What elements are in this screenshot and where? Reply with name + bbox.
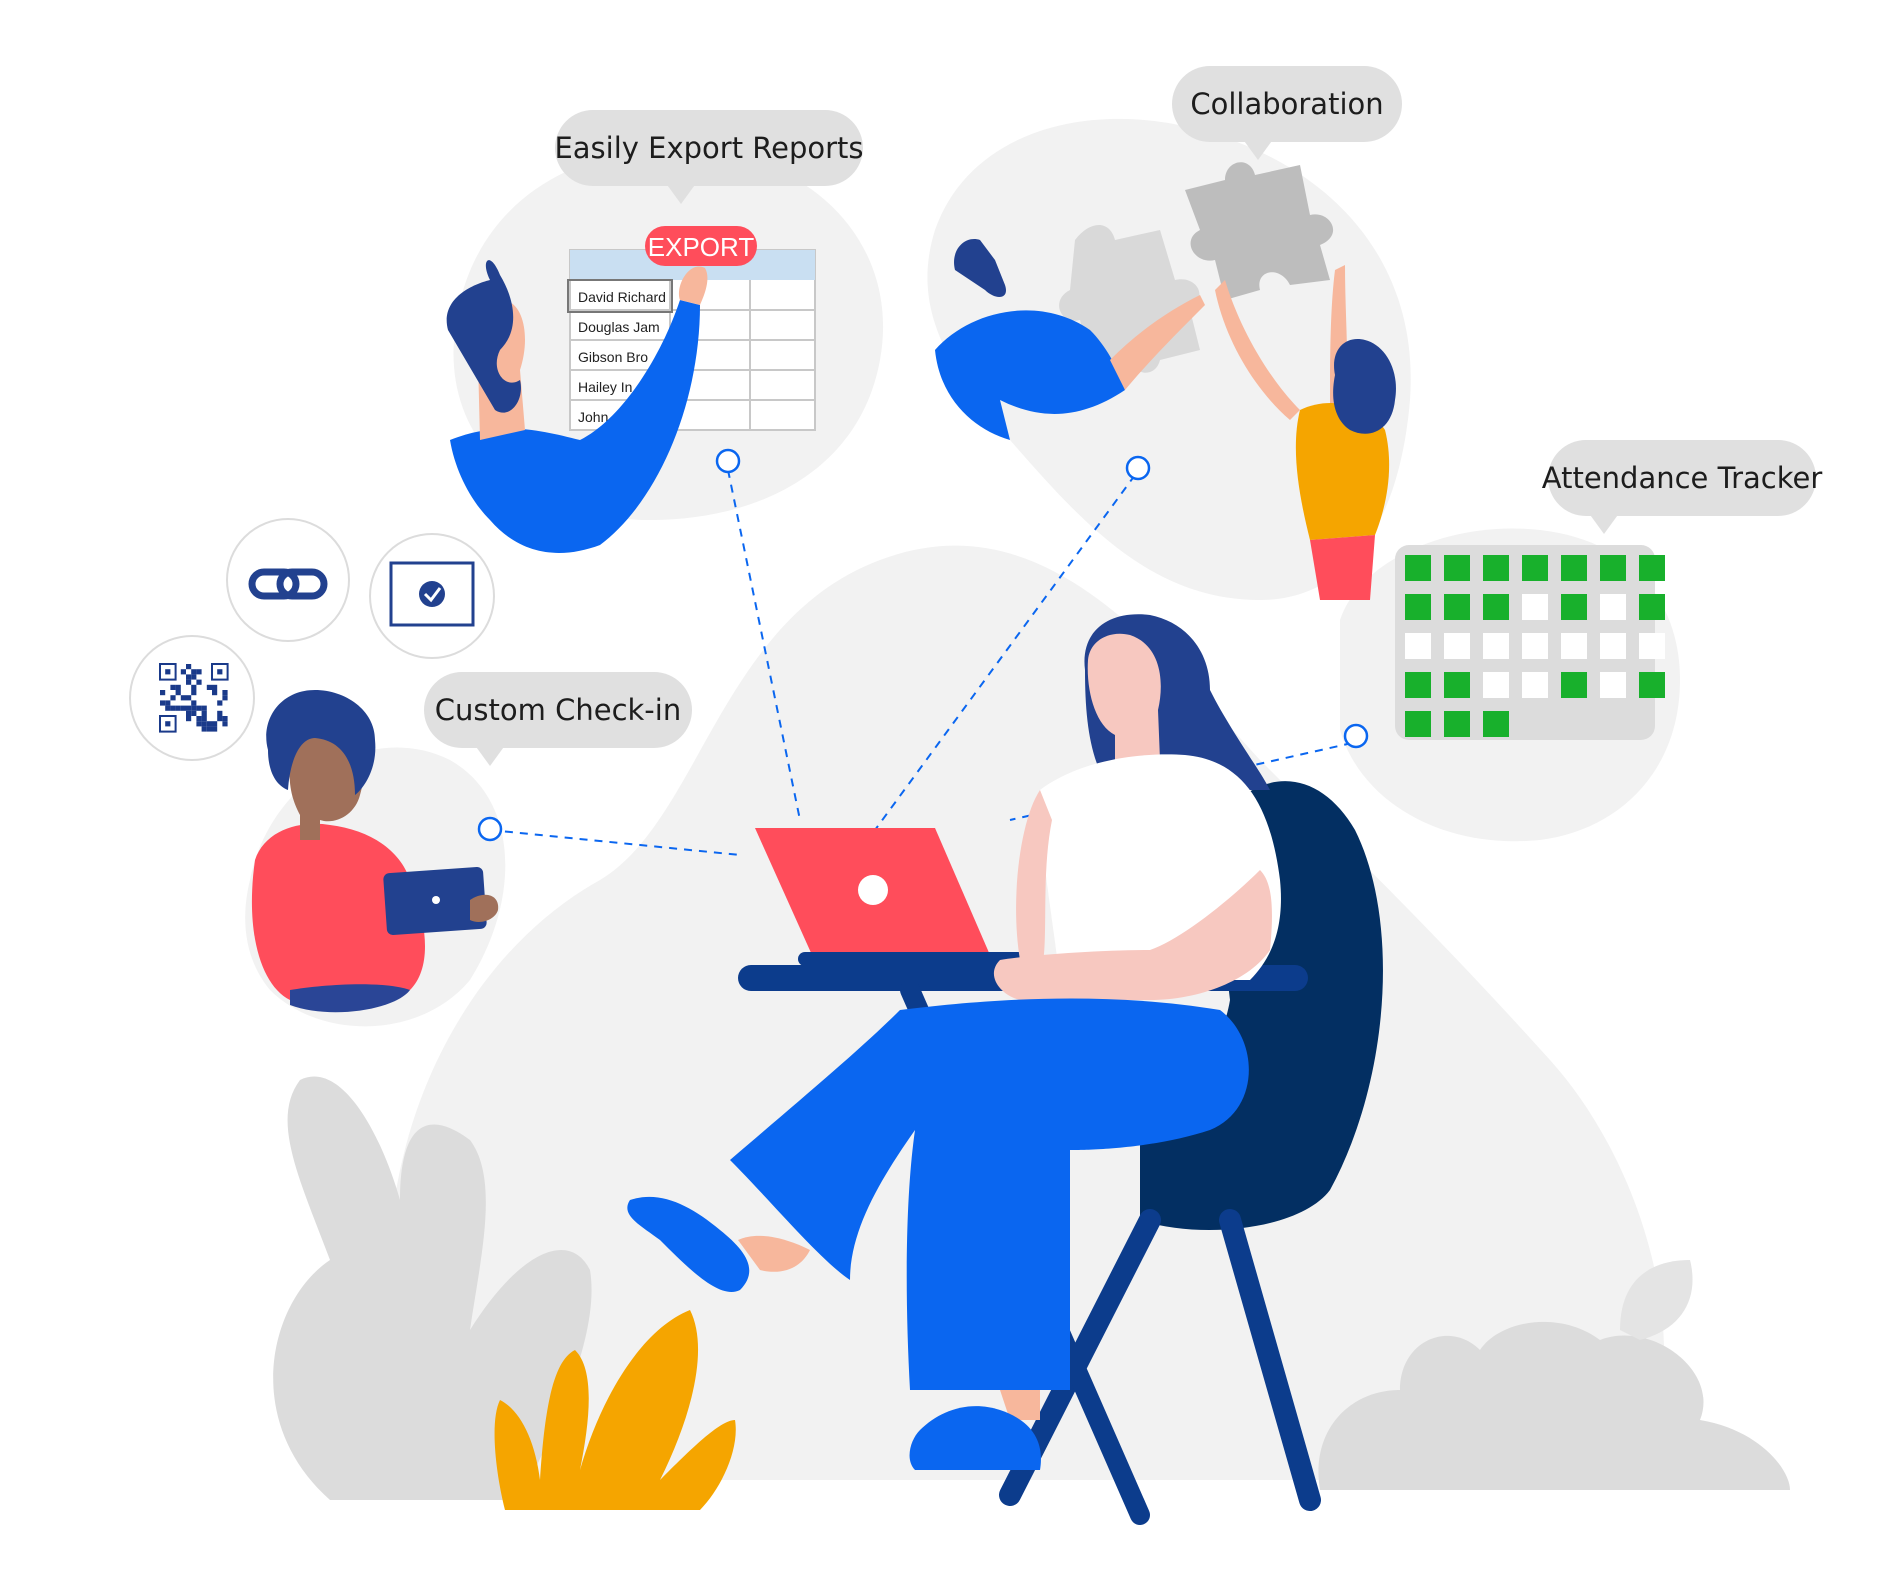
attendance-cell	[1483, 672, 1509, 698]
attendance-cell	[1405, 633, 1431, 659]
attendance-cell	[1600, 672, 1626, 698]
report-name-4: Hailey In	[578, 379, 632, 395]
collaboration-bubble: Collaboration	[1172, 66, 1402, 160]
attendance-cell	[1444, 633, 1470, 659]
link-icon	[248, 568, 328, 600]
attendance-cell	[1405, 672, 1431, 698]
gray-bush-right	[1318, 1321, 1790, 1490]
report-name-1: David Richard	[578, 289, 666, 305]
gray-leaf-right	[1620, 1260, 1693, 1340]
export-reports-label: Easily Export Reports	[554, 131, 864, 165]
export-button[interactable]: EXPORT	[645, 226, 757, 266]
qr-code-icon-circle[interactable]	[129, 635, 255, 761]
attendance-cell	[1639, 555, 1665, 581]
gray-plant-left	[273, 1076, 592, 1500]
attendance-cell	[1639, 672, 1665, 698]
attendance-cell	[1483, 711, 1509, 737]
attendance-cell	[1600, 633, 1626, 659]
export-man	[446, 260, 708, 553]
attendance-tracker-bubble: Attendance Tracker	[1542, 440, 1822, 534]
checkbox-icon-circle[interactable]	[369, 533, 495, 659]
attendance-cell	[1561, 594, 1587, 620]
attendance-cell	[1639, 633, 1665, 659]
yellow-plant	[494, 1310, 736, 1510]
link-icon-circle[interactable]	[226, 518, 350, 642]
laptop-icon	[755, 828, 1038, 966]
attendance-cell	[1561, 555, 1587, 581]
custom-checkin-label: Custom Check-in	[434, 693, 682, 727]
attendance-tracker-label: Attendance Tracker	[1541, 461, 1823, 495]
collab-man	[935, 239, 1205, 440]
attendance-cell	[1522, 672, 1548, 698]
collab-woman	[1215, 265, 1396, 600]
attendance-cell	[1522, 594, 1548, 620]
custom-checkin-bubble: Custom Check-in	[424, 672, 692, 766]
attendance-cell	[1444, 711, 1470, 737]
report-name-2: Douglas Jam	[578, 319, 660, 335]
attendance-cell	[1405, 594, 1431, 620]
attendance-grid	[1395, 545, 1665, 740]
report-name-3: Gibson Bro	[578, 349, 648, 365]
attendance-cell	[1600, 555, 1626, 581]
connector-dots	[477, 448, 1369, 842]
attendance-cell	[1444, 594, 1470, 620]
attendance-cell	[1561, 633, 1587, 659]
attendance-cell	[1522, 633, 1548, 659]
qr-code-icon	[159, 663, 229, 733]
attendance-cell	[1405, 711, 1431, 737]
checkin-woman	[251, 690, 499, 1013]
attendance-cell	[1522, 555, 1548, 581]
main-woman	[627, 614, 1281, 1470]
report-names: David Richard Douglas Jam Gibson Bro Hai…	[578, 289, 666, 425]
attendance-cell	[1483, 555, 1509, 581]
attendance-cell	[1639, 594, 1665, 620]
attendance-cell	[1561, 672, 1587, 698]
attendance-cell	[1405, 555, 1431, 581]
attendance-cell	[1483, 594, 1509, 620]
attendance-cell	[1483, 633, 1509, 659]
export-button-label: EXPORT	[648, 232, 755, 262]
export-reports-bubble: Easily Export Reports	[554, 110, 864, 204]
attendance-cell	[1444, 672, 1470, 698]
attendance-cell	[1444, 555, 1470, 581]
attendance-cell	[1600, 594, 1626, 620]
report-name-5: John	[578, 409, 608, 425]
collaboration-label: Collaboration	[1190, 87, 1384, 121]
checkbox-icon	[389, 561, 475, 627]
